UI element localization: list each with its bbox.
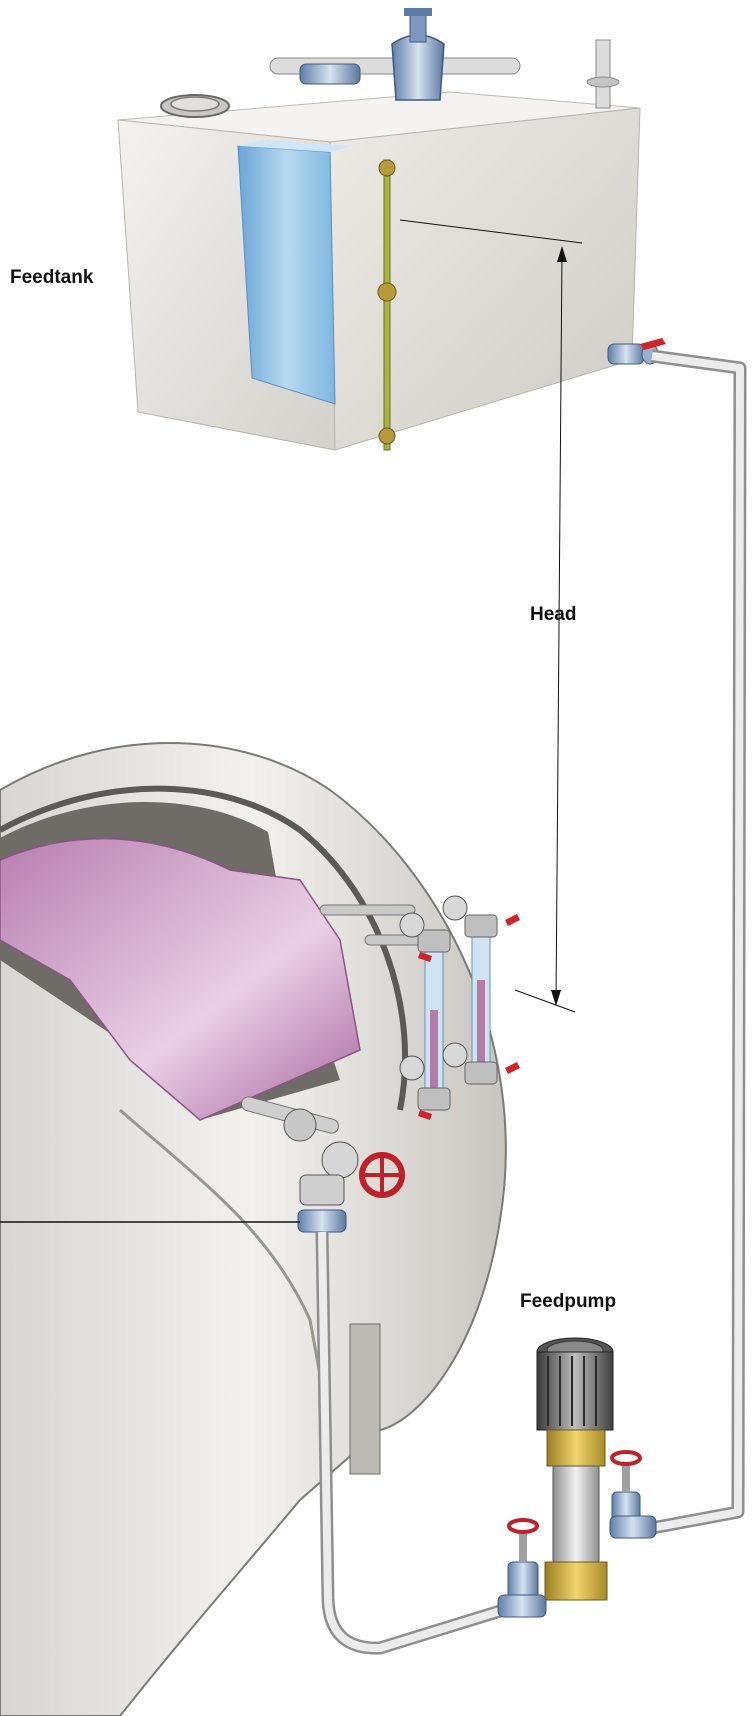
boiler-support-bracket: [350, 1324, 380, 1474]
feedtank-label: Feedtank: [10, 268, 93, 287]
feedpump: [498, 1338, 656, 1617]
pump-base: [545, 1562, 607, 1600]
pump-stages: [553, 1466, 599, 1562]
handwheel-icon: [362, 1155, 402, 1195]
pump-suction-valve: [610, 1452, 656, 1538]
feedtank-top-valve: [270, 8, 520, 100]
pump-coupling: [547, 1430, 605, 1466]
feedtank-water-cutaway: [238, 146, 335, 404]
boiler: [0, 743, 506, 1716]
feedtank: [118, 8, 666, 450]
feedtank-vent-pipe: [587, 40, 619, 108]
feed-pipe-tank-to-pump: [652, 356, 740, 1528]
feedpump-label: Feedpump: [520, 1292, 616, 1311]
head-label: Head: [530, 605, 576, 624]
pump-discharge-valve: [498, 1520, 546, 1617]
feedtank-side: [330, 108, 640, 450]
feedtank-manhole: [161, 95, 229, 117]
